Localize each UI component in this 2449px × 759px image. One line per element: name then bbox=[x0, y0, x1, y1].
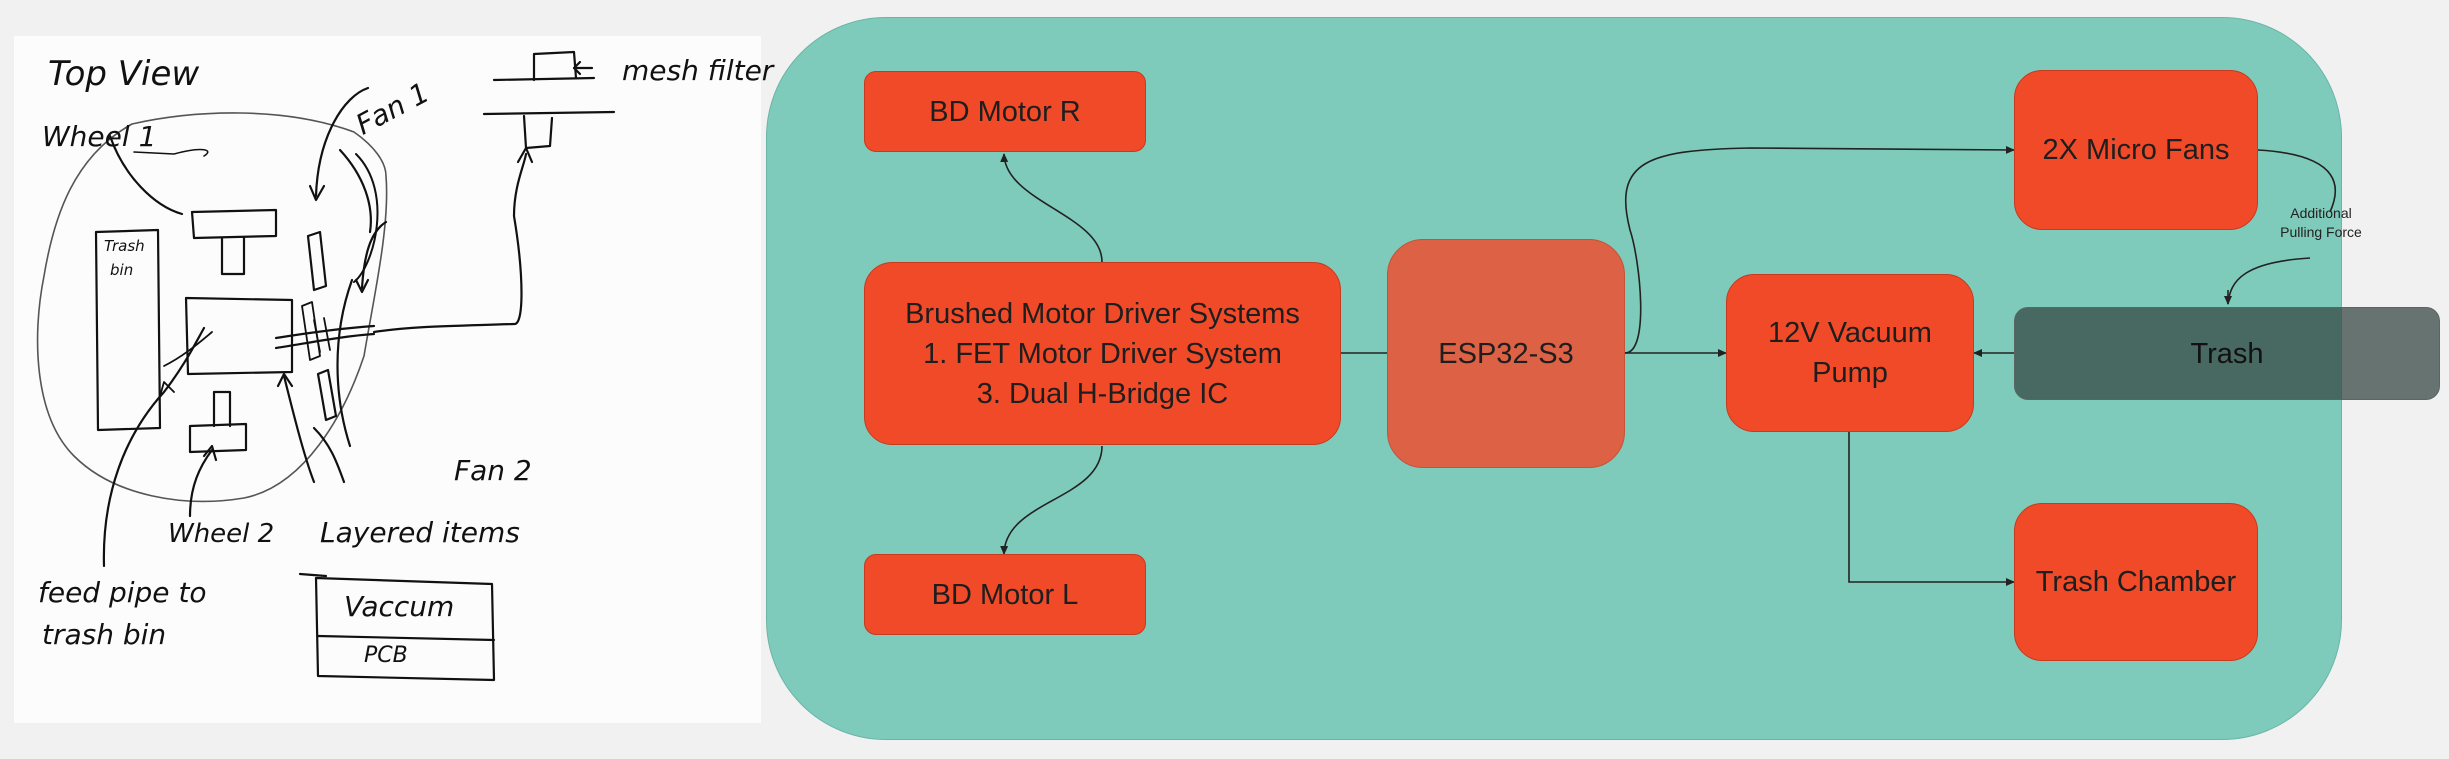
block-esp32-label: ESP32-S3 bbox=[1438, 337, 1574, 370]
block-vacuum-pump[interactable]: 12V Vacuum Pump bbox=[1726, 274, 1974, 432]
label-wheel2: Wheel 2 bbox=[168, 519, 275, 549]
wheel1-shape bbox=[190, 208, 278, 240]
fan2-arc bbox=[336, 278, 354, 448]
wheel2-arrow bbox=[188, 448, 214, 518]
block-bd-motor-r[interactable]: BD Motor R bbox=[864, 71, 1146, 152]
trash-bin-shape bbox=[94, 228, 162, 432]
label-feed-pipe-2: trash bin bbox=[42, 618, 167, 651]
label-feed-pipe-1: feed pipe to bbox=[38, 576, 207, 609]
annotation-line2: Pulling Force bbox=[2280, 224, 2362, 240]
wheel1-arrow bbox=[108, 134, 184, 216]
block-trash[interactable]: Trash bbox=[2014, 307, 2440, 400]
label-layer-vacuum: Vaccum bbox=[344, 590, 455, 623]
block-bd-motor-l-label: BD Motor L bbox=[931, 578, 1079, 611]
wheel2-shape bbox=[188, 422, 248, 454]
block-trash-label: Trash bbox=[2190, 337, 2264, 370]
layer-table bbox=[314, 576, 496, 682]
hand-sketch-panel: Top View Wheel 1 Fan 1 mesh filter Trash… bbox=[14, 36, 773, 723]
layered-arrow bbox=[282, 374, 316, 484]
sketch-title: Top View bbox=[48, 54, 200, 94]
block-esp32[interactable]: ESP32-S3 bbox=[1387, 239, 1625, 468]
block-micro-fans-label: 2X Micro Fans bbox=[2042, 134, 2230, 166]
block-micro-fans[interactable]: 2X Micro Fans bbox=[2014, 70, 2258, 230]
block-motor-driver[interactable]: Brushed Motor Driver Systems 1. FET Moto… bbox=[864, 262, 1341, 445]
central-block bbox=[184, 296, 294, 376]
fan1-arrow bbox=[314, 86, 370, 198]
label-mesh-filter: mesh filter bbox=[622, 54, 774, 87]
block-bd-motor-l[interactable]: BD Motor L bbox=[864, 554, 1146, 635]
label-fan2: Fan 2 bbox=[454, 454, 532, 487]
vacuum-pump-line2: Pump bbox=[1812, 357, 1888, 389]
motor-driver-line1: Brushed Motor Driver Systems bbox=[905, 297, 1300, 330]
mesh-filter-shape bbox=[492, 76, 596, 82]
pipe-lines bbox=[274, 324, 376, 340]
vacuum-pump-line1: 12V Vacuum bbox=[1768, 317, 1932, 349]
label-layer-pcb: PCB bbox=[364, 643, 408, 668]
block-bd-motor-r-label: BD Motor R bbox=[929, 95, 1081, 128]
block-trash-chamber-label: Trash Chamber bbox=[2035, 566, 2237, 598]
block-trash-chamber[interactable]: Trash Chamber bbox=[2014, 503, 2258, 661]
fan1-slots bbox=[306, 230, 328, 292]
fan1-arc bbox=[338, 148, 372, 234]
mesh-connector bbox=[372, 152, 528, 334]
motor-driver-line3: 3. Dual H-Bridge IC bbox=[976, 377, 1229, 410]
label-trash-bin-top: Trash bbox=[104, 237, 145, 255]
sketch-drawing bbox=[36, 50, 616, 682]
label-wheel1: Wheel 1 bbox=[42, 120, 157, 153]
robot-outline bbox=[36, 112, 388, 503]
annotation-pulling-force: Additional Pulling Force bbox=[2275, 204, 2367, 242]
label-trash-bin-bottom: bin bbox=[110, 261, 134, 279]
annotation-line1: Additional bbox=[2290, 205, 2352, 221]
motor-driver-line2: 1. FET Motor Driver System bbox=[923, 337, 1282, 370]
label-layered-items: Layered items bbox=[320, 516, 520, 549]
feed-pipe-arrow bbox=[102, 326, 206, 568]
